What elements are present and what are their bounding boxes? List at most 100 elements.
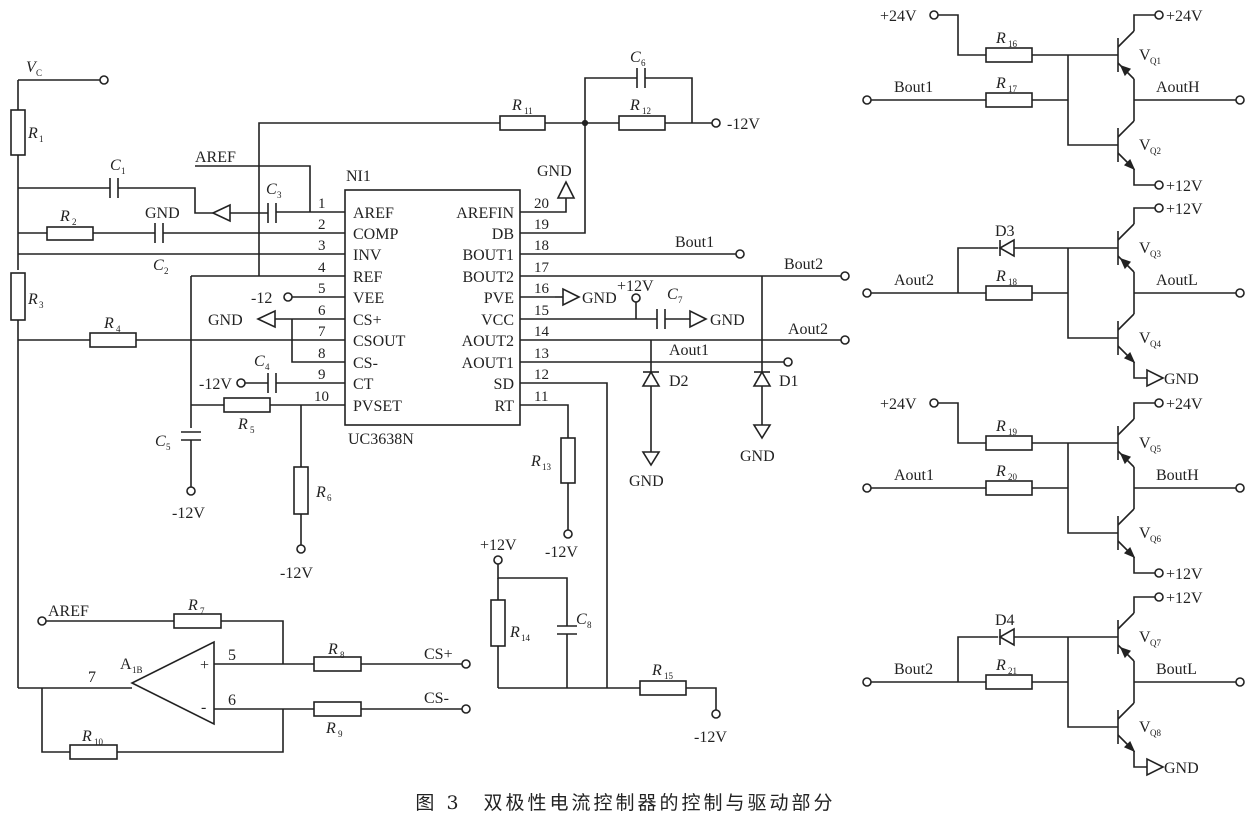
- r15-minus12-label: -12V: [694, 729, 727, 746]
- r2-letter: R: [59, 208, 70, 225]
- r9-letter: R: [325, 720, 336, 737]
- stage-a-in-label: Bout1: [894, 79, 933, 96]
- pin-name-vee: VEE: [353, 290, 384, 307]
- resistor-r10: R 10: [69, 728, 118, 760]
- bout1-label: Bout1: [675, 234, 714, 251]
- vq-num-7: Q8: [1150, 728, 1161, 738]
- r20-num: 20: [1008, 472, 1018, 482]
- vq-num-5: Q6: [1150, 534, 1161, 544]
- vq-letter-4: V: [1139, 435, 1151, 452]
- stage-d-gnd-arrow: [1146, 757, 1165, 777]
- capacitor-c8: C 8: [557, 611, 592, 635]
- pin-num-19: 19: [534, 217, 549, 233]
- vcc-plus12-label: +12V: [617, 278, 654, 295]
- c5-terminal: [186, 486, 196, 496]
- opamp-minus-pin: 6: [228, 692, 236, 709]
- vq-letter-7: V: [1139, 719, 1151, 736]
- stage-a-out-label: AoutH: [1156, 79, 1200, 96]
- resistor-r14: R 14: [490, 599, 531, 647]
- r12-letter: R: [629, 97, 640, 114]
- pin-name-sd: SD: [494, 376, 514, 393]
- aout2-label: Aout2: [788, 321, 828, 338]
- stage-c-bottom-terminal: [1154, 568, 1164, 578]
- r10-num: 10: [94, 737, 104, 747]
- c8-letter: C: [576, 611, 587, 628]
- pin-name-vcc: VCC: [481, 312, 514, 329]
- r14-plus12-label: +12V: [480, 537, 517, 554]
- c3-letter: C: [266, 181, 277, 198]
- pin-name-arefin: AREFIN: [456, 205, 514, 222]
- r16-letter: R: [995, 30, 1006, 47]
- r11-num: 11: [524, 106, 533, 116]
- r18-letter: R: [995, 268, 1006, 285]
- c5-letter: C: [155, 433, 166, 450]
- pin-name-csplus: CS+: [353, 312, 382, 329]
- c8-num: 8: [587, 620, 592, 630]
- stage-c-plus24-terminal: [929, 398, 939, 408]
- pin-name-aref: AREF: [353, 205, 394, 222]
- stage-b-top-terminal: [1154, 203, 1164, 213]
- stage-c-plus24-label: +24V: [880, 396, 917, 413]
- vq-letter-1: V: [1139, 137, 1151, 154]
- r8-letter: R: [327, 641, 338, 658]
- aref-arrow: [211, 203, 231, 223]
- stage-c-out-label: BoutH: [1156, 467, 1199, 484]
- bout2-terminal: [840, 271, 850, 281]
- opamp-sub: 1B: [132, 665, 143, 675]
- c1-letter: C: [110, 157, 121, 174]
- stage-b-in-terminal: [862, 288, 872, 298]
- pin-num-8: 8: [318, 346, 326, 362]
- schematic-diagram: NI1 UC3638N 1 2 3 4 5 6 7 8 9 10 AREF CO…: [10, 8, 1245, 777]
- pin-num-4: 4: [318, 260, 326, 276]
- csminus-label: CS-: [424, 690, 449, 707]
- csminus-terminal: [461, 704, 471, 714]
- vq-num-4: Q5: [1150, 444, 1161, 454]
- chip-part: UC3638N: [348, 431, 414, 448]
- stage-a-out-terminal: [1235, 95, 1245, 105]
- pin-num-17: 17: [534, 260, 550, 276]
- c4-num: 4: [265, 362, 270, 372]
- stage-c-top-terminal: [1154, 398, 1164, 408]
- r20-letter: R: [995, 463, 1006, 480]
- r10-letter: R: [81, 728, 92, 745]
- stage-b-top-label: +12V: [1166, 201, 1203, 218]
- vcc-terminal: [631, 293, 641, 303]
- stage-b-out-terminal: [1235, 288, 1245, 298]
- d1-label: D1: [779, 373, 799, 390]
- resistor-r15: R 15: [639, 662, 687, 696]
- ct-minus12-label: -12V: [199, 376, 232, 393]
- c5-num: 5: [166, 442, 171, 452]
- r6-num: 6: [327, 493, 332, 503]
- capacitor-c3: C 3: [266, 181, 282, 223]
- r15-letter: R: [651, 662, 662, 679]
- pin-name-ref: REF: [353, 269, 382, 286]
- r12-num: 12: [642, 106, 651, 116]
- stage-b-gnd-arrow: [1146, 368, 1165, 388]
- gnd-label-c7: GND: [710, 312, 745, 329]
- chip-left-pins: 1 2 3 4 5 6 7 8 9 10 AREF COMP INV REF V…: [310, 196, 406, 415]
- c4-letter: C: [254, 353, 265, 370]
- r14-plus12-terminal: [493, 555, 503, 565]
- csplus-terminal: [461, 659, 471, 669]
- pin-num-3: 3: [318, 238, 326, 254]
- stage-c-in-label: Aout1: [894, 467, 934, 484]
- vee-terminal: [283, 292, 293, 302]
- gnd-arrow-c7: [689, 309, 708, 329]
- r21-num: 21: [1008, 666, 1017, 676]
- c6-num: 6: [641, 58, 646, 68]
- c2-num: 2: [164, 266, 169, 276]
- capacitor-c1: C 1: [109, 157, 126, 198]
- r17-letter: R: [995, 75, 1006, 92]
- stage-c-bottom-label: +12V: [1166, 566, 1203, 583]
- r6-minus12-label: -12V: [280, 565, 313, 582]
- vc-label: V: [26, 59, 38, 76]
- aout1-label: Aout1: [669, 342, 709, 359]
